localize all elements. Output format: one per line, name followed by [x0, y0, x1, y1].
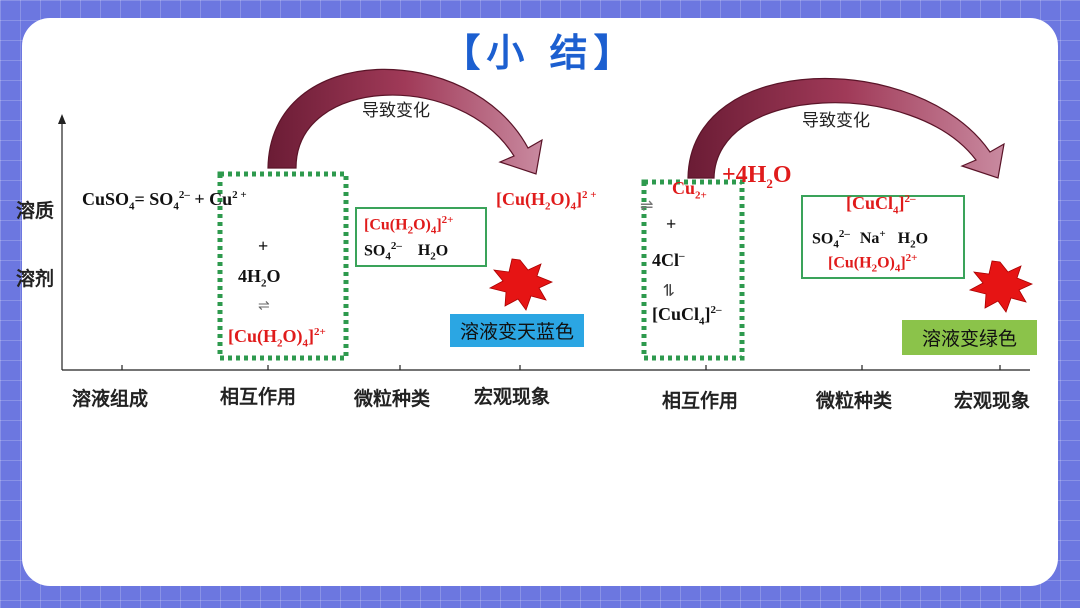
- x-label-particle-types-2: 微粒种类: [816, 390, 893, 412]
- box2-complex: [Cu(H2O)4]2+: [828, 252, 918, 275]
- interaction-box-2: [641, 179, 745, 361]
- equilibrium-arrow-icon: ⇌: [258, 299, 270, 314]
- equilibrium-arrow-icon: ⇌: [659, 283, 677, 297]
- x-label-interaction-1: 相互作用: [220, 386, 297, 408]
- starburst-icon: [968, 260, 1034, 313]
- phenomenon-tag-blue: 溶液变天蓝色: [450, 314, 585, 347]
- causes-change-label-1: 导致变化: [362, 101, 430, 121]
- particle-box-2: [801, 195, 965, 279]
- x-label-solution-composition: 溶液组成: [72, 388, 149, 410]
- cuso4-dissociation: CuSO4= SO42– + Cu2 +: [82, 189, 247, 213]
- interaction-box-1: [217, 171, 349, 361]
- plus-sign-2: +: [666, 214, 677, 234]
- causes-change-label-2: 导致变化: [802, 111, 870, 131]
- tetrachlorocuprate: [CuCl4]2–: [652, 304, 722, 328]
- plus-sign: +: [258, 236, 269, 256]
- curved-arrow-icon: [267, 68, 543, 175]
- phenomenon-complex-1: [Cu(H2O)4]2 +: [496, 189, 597, 213]
- phenomenon-tag-green: 溶液变绿色: [902, 320, 1038, 355]
- equilibrium-arrow-icon: ⇌: [640, 198, 654, 215]
- box2-ions: SO42– Na+ H2O: [812, 228, 929, 251]
- x-ticks: [121, 365, 1001, 370]
- x-label-macro-phenomenon-1: 宏观现象: [474, 386, 551, 408]
- water-4h2o: 4H2O: [238, 266, 281, 290]
- box1-so4-h2o: SO42– H2O: [364, 240, 449, 263]
- y-axis-arrow-icon: [58, 114, 66, 124]
- x-label-interaction-2: 相互作用: [662, 390, 739, 412]
- slide-card: [22, 18, 1058, 586]
- page-title: 【小 结】: [442, 31, 638, 75]
- box1-complex: [Cu(H2O)4]2+: [364, 214, 454, 237]
- y-label-solvent: 溶剂: [16, 268, 55, 290]
- y-label-solute: 溶质: [16, 200, 55, 222]
- particle-box-1: [355, 207, 487, 267]
- x-label-macro-phenomenon-2: 宏观现象: [954, 390, 1031, 412]
- box2-cucl4: [CuCl4]2–: [846, 193, 916, 217]
- copper-aqua-complex: [Cu(H2O)4]2+: [228, 326, 326, 350]
- plus-4h2o: +4H2O: [722, 162, 792, 191]
- copper-ion: Cu2+: [672, 178, 707, 202]
- chloride-4cl: 4Cl–: [652, 250, 685, 270]
- curved-arrow-icon: [687, 77, 1005, 179]
- starburst-icon: [488, 258, 554, 311]
- x-label-particle-types-1: 微粒种类: [354, 388, 431, 410]
